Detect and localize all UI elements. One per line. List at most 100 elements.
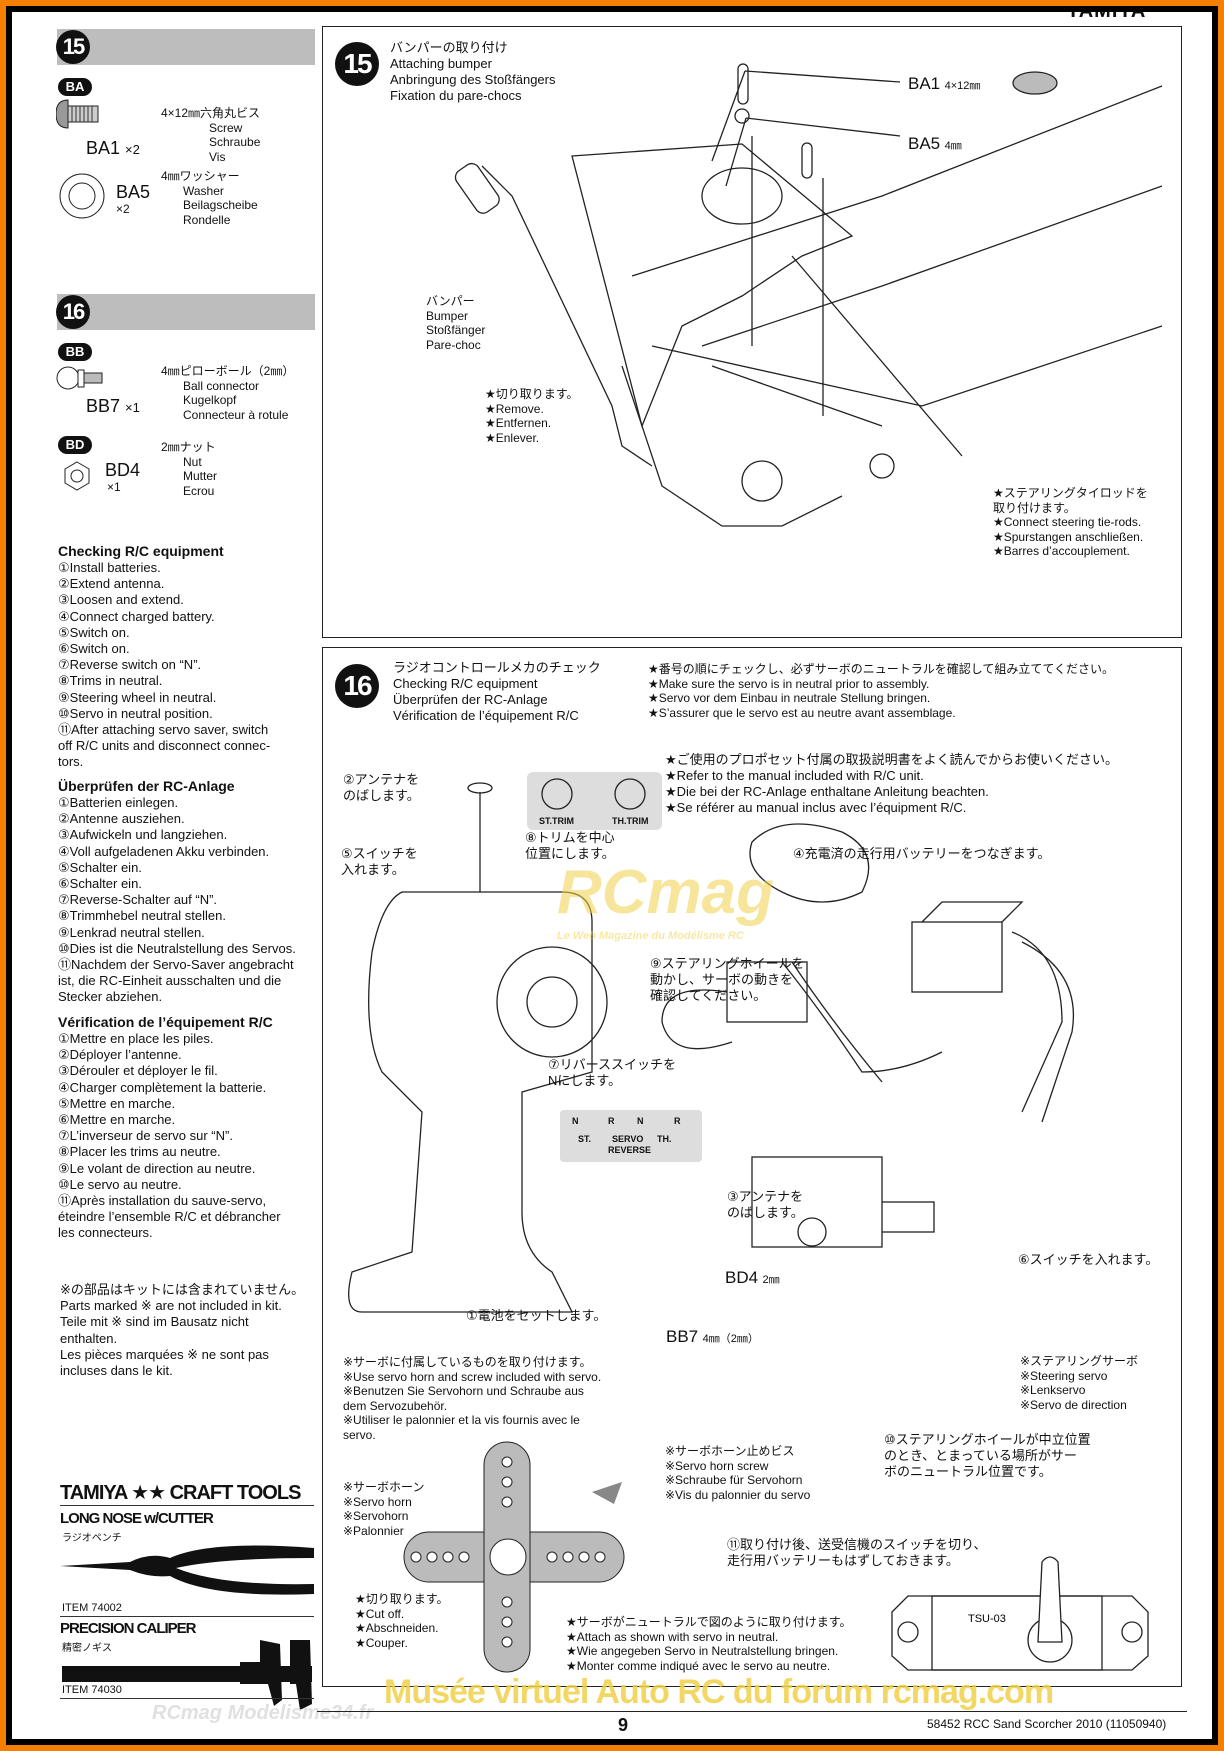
text-line: ⑨Steering wheel in neutral. bbox=[58, 689, 217, 705]
text-line: ⑪取り付け後、送受信機のスイッチを切り、 bbox=[727, 1537, 987, 1552]
text-line: 走行用バッテリーもはずしておきます。 bbox=[727, 1553, 959, 1568]
manual-page: TAMIYA 15 BA BA1 ×2 4×12㎜六角丸ビスScrewSchra… bbox=[12, 12, 1212, 1739]
text-line: ※Benutzen Sie Servohorn und Schraube aus bbox=[343, 1384, 584, 1398]
text-line: ②Antenne ausziehen. bbox=[58, 811, 185, 827]
text-line: Checking R/C equipment bbox=[393, 676, 538, 691]
text-line: ⑪Nachdem der Servo-Saver angebracht bbox=[58, 957, 294, 973]
text-line: ※Servo horn screw bbox=[665, 1458, 769, 1473]
text-line: ★Se référer au manual inclus avec l’équi… bbox=[665, 800, 967, 815]
text-line: ★Attach as shown with servo in neutral. bbox=[566, 1629, 779, 1644]
text-line: ⑤Switch on. bbox=[58, 624, 130, 640]
part-qty: ×2 bbox=[116, 202, 130, 216]
text-line: ※Servo de direction bbox=[1020, 1397, 1127, 1412]
text-line: enthalten. bbox=[60, 1330, 118, 1346]
ba1-callout: BA1 bbox=[908, 74, 941, 93]
text-line: ⑩Le servo au neutre. bbox=[58, 1176, 182, 1192]
tool-name: LONG NOSE w/CUTTER bbox=[60, 1510, 214, 1527]
part-code: BD4 bbox=[105, 460, 141, 480]
text-line: 位置にします。 bbox=[525, 846, 615, 861]
text-line: Nにします。 bbox=[548, 1073, 622, 1088]
text-line: ★Entfernen. bbox=[485, 416, 552, 430]
bd4-callout: BD4 bbox=[725, 1268, 759, 1287]
text-line: ③Loosen and extend. bbox=[58, 592, 184, 608]
tool-jp: ラジオペンチ bbox=[62, 1533, 122, 1544]
text-line: ★Couper. bbox=[355, 1635, 408, 1650]
text-line: ※Use servo horn and screw included with … bbox=[343, 1369, 602, 1384]
text-line: ⑧トリムを中心 bbox=[525, 830, 615, 845]
text-line: ※Vis du palonnier du servo bbox=[665, 1487, 811, 1502]
text-line: ⑩ステアリングホイールが中立位置 bbox=[884, 1432, 1091, 1447]
reverse-st-r: R bbox=[608, 1116, 615, 1126]
reverse-servo-label: SERVO bbox=[612, 1134, 644, 1144]
step15-panel bbox=[322, 26, 1182, 638]
part-qty: ×2 bbox=[125, 142, 140, 157]
step16-number: 16 bbox=[56, 295, 90, 329]
text-line: ④Charger complètement la batterie. bbox=[58, 1079, 267, 1095]
text-line: ★Abschneiden. bbox=[355, 1621, 439, 1635]
text-line: ★Connect steering tie-rods. bbox=[993, 515, 1142, 529]
text-line: ②Déployer l’antenne. bbox=[58, 1047, 182, 1063]
step15-badge: 15 bbox=[335, 42, 379, 86]
part-code: BA1 bbox=[86, 138, 121, 158]
remove-note: ★切り取ります。★Remove.★Entfernen.★Enlever. bbox=[485, 387, 579, 445]
text-line: ⑨Lenkrad neutral stellen. bbox=[58, 924, 205, 940]
text-line: ⑦Reverse switch on “N”. bbox=[58, 657, 202, 673]
text-line: のとき、とまっている場所がサー bbox=[884, 1448, 1077, 1463]
craft-tools-brand: TAMIYA ★★ CRAFT TOOLS bbox=[60, 1482, 301, 1504]
ba1-size: 4×12㎜ bbox=[944, 80, 981, 92]
text-line: ⑦L’inverseur de servo sur “N”. bbox=[58, 1128, 233, 1144]
text-line: ★切り取ります。 bbox=[355, 1592, 449, 1606]
text-line: ※Servo horn bbox=[343, 1494, 412, 1509]
text-line: ラジオコントロールメカのチェック bbox=[393, 660, 601, 675]
part-bag-ba: BA bbox=[58, 78, 92, 96]
text-line: ⑦リバーススイッチを bbox=[548, 1057, 677, 1072]
washer-icon bbox=[59, 173, 105, 219]
servo-horn-label: ※サーボホーン※Servo horn※Servohorn※Palonnier bbox=[343, 1480, 424, 1538]
tie-rods-note: ★ステアリングタイロッドを取り付けます。★Connect steering ti… bbox=[993, 486, 1148, 559]
text-line: ★番号の順にチェックし、必ずサーボのニュートラルを確認して組み立ててください。 bbox=[648, 662, 1115, 676]
text-line: ③Aufwickeln und langziehen. bbox=[58, 827, 228, 843]
part-qty: ×1 bbox=[125, 400, 140, 415]
text-line: ※の部品はキットには含まれていません。 bbox=[60, 1282, 305, 1297]
reverse-th-r: R bbox=[674, 1116, 681, 1126]
tool-name: PRECISION CALIPER bbox=[60, 1620, 197, 1637]
text-line: ④Voll aufgeladenen Akku verbinden. bbox=[58, 843, 270, 859]
text-line: ★Enlever. bbox=[485, 430, 540, 445]
part-code: BA5 bbox=[116, 182, 151, 202]
text-line: ★Make sure the servo is in neutral prior… bbox=[648, 676, 930, 691]
text-line: ★ご使用のプロポセット付属の取扱説明書をよく読んでからお使いください。 bbox=[665, 752, 1119, 767]
text-line: ist, die RC-Einheit ausschalten und die bbox=[58, 973, 282, 989]
text-line: Attaching bumper bbox=[390, 56, 492, 71]
brand-top: TAMIYA bbox=[1067, 12, 1146, 23]
manual-note: ★ご使用のプロポセット付属の取扱説明書をよく読んでからお使いください。★Refe… bbox=[665, 752, 1118, 816]
text-line: ★切り取ります。 bbox=[485, 387, 579, 401]
text-line: Les pièces marquées ※ ne sont pas bbox=[60, 1346, 269, 1362]
model-reference: 58452 RCC Sand Scorcher 2010 (11050940) bbox=[927, 1717, 1167, 1731]
text-line: ※Lenkservo bbox=[1020, 1383, 1086, 1397]
step15-header-bar bbox=[57, 29, 315, 65]
text-line: ※ステアリングサーボ bbox=[1020, 1354, 1139, 1368]
text-line: ※サーボホーン止めビス bbox=[665, 1444, 795, 1458]
callout-rx-antenna: ③アンテナをのばします。 bbox=[727, 1189, 804, 1221]
tool-item: ITEM 74030 bbox=[62, 1684, 122, 1696]
neutral-note: ★番号の順にチェックし、必ずサーボのニュートラルを確認して組み立ててください。★… bbox=[648, 662, 1114, 720]
part-qty: ×1 bbox=[107, 480, 121, 494]
rc-check-illustration bbox=[348, 772, 1074, 1313]
text-line: ①Mettre en place les piles. bbox=[58, 1031, 214, 1046]
servo-neutral-illustration: TSU-03 bbox=[891, 1556, 1149, 1671]
text-line: Anbringung des Stoßfängers bbox=[390, 72, 556, 87]
step16-header-bar bbox=[57, 294, 315, 330]
screw-icon bbox=[56, 99, 99, 129]
pliers-icon bbox=[60, 1545, 314, 1595]
text-line: のばします。 bbox=[727, 1205, 804, 1220]
text-line: ⑩Servo in neutral position. bbox=[58, 705, 213, 721]
bumper-assembly-illustration bbox=[454, 63, 1163, 527]
watermark-rcmag: RCmag bbox=[557, 858, 775, 927]
text-line: off R/C units and disconnect connec- bbox=[58, 738, 271, 754]
text-line: ③アンテナを bbox=[727, 1189, 804, 1204]
